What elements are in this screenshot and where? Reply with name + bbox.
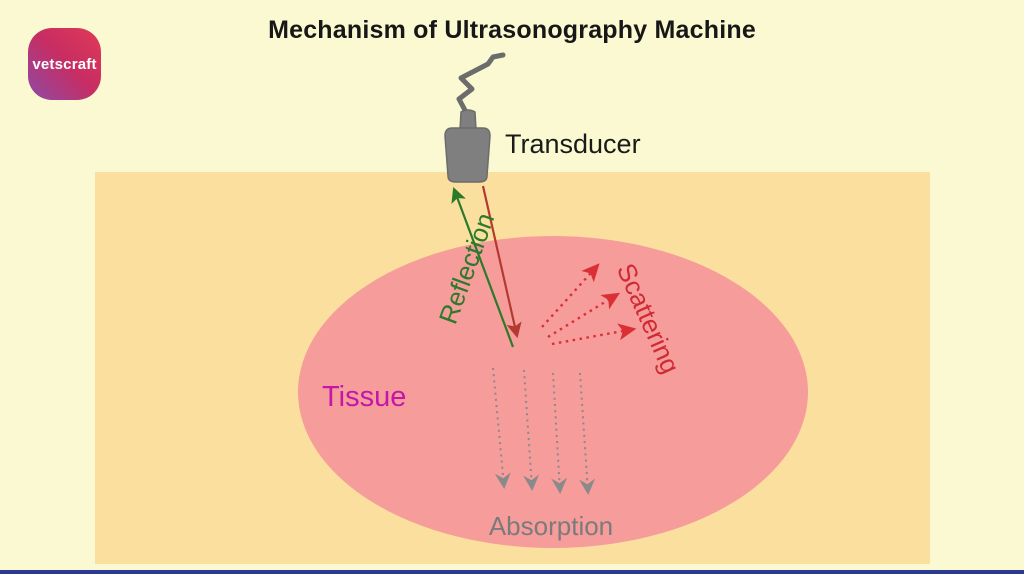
- absorption-arrow: [523, 369, 540, 491]
- scattering-arrow: [541, 263, 600, 328]
- page-title: Mechanism of Ultrasonography Machine: [268, 16, 756, 44]
- vetscraft-logo: vetscraft: [28, 28, 101, 100]
- absorption-arrow: [492, 367, 511, 489]
- absorption-label: Absorption: [488, 511, 614, 541]
- scattering-arrow: [551, 323, 637, 346]
- transducer-cable: [456, 52, 506, 117]
- absorption-arrow: [579, 372, 596, 495]
- vetscraft-logo-text: vetscraft: [32, 55, 97, 73]
- absorption-arrow: [551, 372, 568, 494]
- transducer-icon: [444, 52, 506, 183]
- incident-beam-arrow: [481, 185, 522, 339]
- scattering-arrow: [547, 292, 621, 339]
- transducer-head: [444, 127, 491, 183]
- tissue-region: [298, 236, 808, 548]
- absorption-arrows: [492, 367, 596, 495]
- tissue-label: Tissue: [322, 381, 407, 413]
- transducer-neck: [459, 109, 477, 131]
- reflection-arrow: [451, 186, 515, 348]
- transducer-label: Transducer: [505, 129, 641, 159]
- footer-accent-bar: [0, 570, 1024, 574]
